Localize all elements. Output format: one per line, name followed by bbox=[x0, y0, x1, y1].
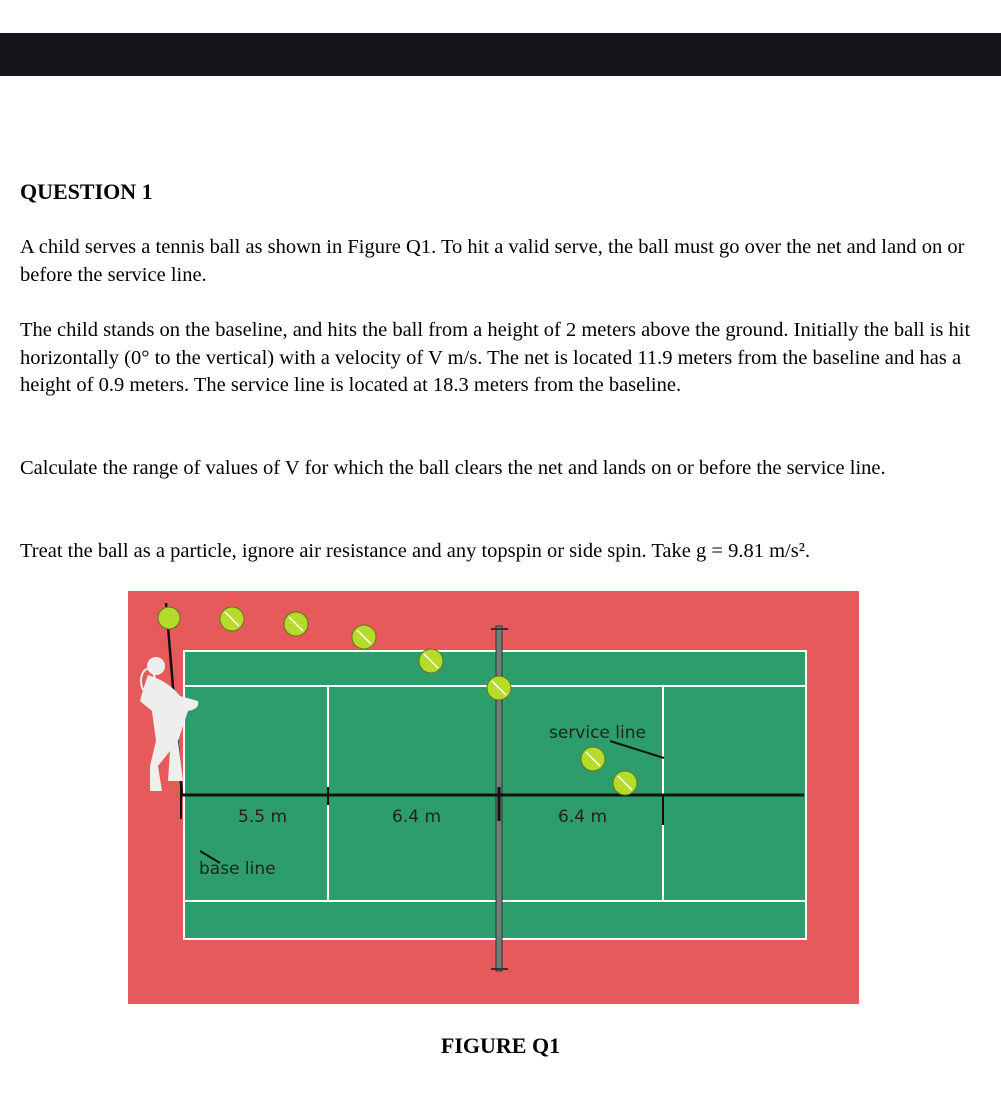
label-base-line: base line bbox=[199, 859, 276, 879]
player-silhouette bbox=[140, 657, 199, 791]
label-6-4m-second: 6.4 m bbox=[558, 807, 607, 827]
question-heading: QUESTION 1 bbox=[20, 179, 153, 204]
label-6-4m-first: 6.4 m bbox=[392, 807, 441, 827]
question-paragraph-1: A child serves a tennis ball as shown in… bbox=[20, 236, 965, 286]
question-paragraph-4: Treat the ball as a particle, ignore air… bbox=[20, 540, 810, 562]
question-paragraph-3: Calculate the range of values of V for w… bbox=[20, 457, 886, 479]
base-line-pointer bbox=[199, 850, 221, 864]
label-service-line: service line bbox=[549, 723, 646, 743]
figure-caption: FIGURE Q1 bbox=[440, 1033, 561, 1058]
ball-1 bbox=[157, 606, 181, 630]
label-5-5m: 5.5 m bbox=[238, 807, 287, 827]
service-line-pointer bbox=[609, 740, 665, 759]
ball-seams bbox=[224, 611, 633, 791]
question-paragraph-2: The child stands on the baseline, and hi… bbox=[20, 319, 971, 396]
tennis-court-figure: 5.5 m 6.4 m 6.4 m base line service line bbox=[128, 591, 859, 1004]
top-bar bbox=[0, 33, 1001, 76]
